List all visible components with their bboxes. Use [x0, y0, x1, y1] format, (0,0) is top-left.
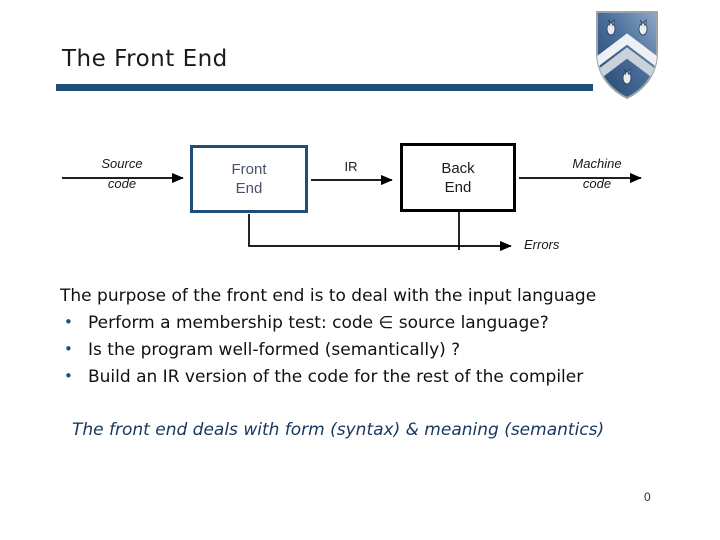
front-end-box: Front End: [190, 145, 308, 213]
machine-code-label: Machine code: [572, 156, 622, 191]
back-end-box: Back End: [400, 143, 516, 212]
bullet-item: • Is the program well-formed (semanticall…: [64, 340, 460, 360]
bullet-item: • Build an IR version of the code for the…: [64, 367, 583, 387]
bullet-dot-icon: •: [64, 367, 73, 385]
ir-label: IR: [344, 159, 358, 174]
bullet-dot-icon: •: [64, 313, 73, 331]
page-title: The Front End: [62, 46, 228, 72]
bullet-text: Is the program well-formed (semantically…: [88, 340, 461, 360]
errors-label: Errors: [524, 237, 560, 252]
bullet-text: Perform a membership test: code ∈ source…: [88, 313, 549, 333]
university-shield-crest-icon: [596, 11, 658, 100]
bullet-text: Build an IR version of the code for the …: [88, 367, 584, 387]
arrow-errors: [248, 214, 512, 252]
conclusion-text: The front end deals with form (syntax) &…: [72, 420, 605, 440]
title-underline-bar: [56, 84, 593, 91]
page-number: 0: [644, 490, 651, 504]
bullet-item: • Perform a membership test: code ∈ sourc…: [64, 313, 549, 333]
bullet-dot-icon: •: [64, 340, 73, 358]
source-code-label: Source code: [101, 156, 143, 191]
body-intro-text: The purpose of the front end is to deal …: [60, 286, 597, 306]
